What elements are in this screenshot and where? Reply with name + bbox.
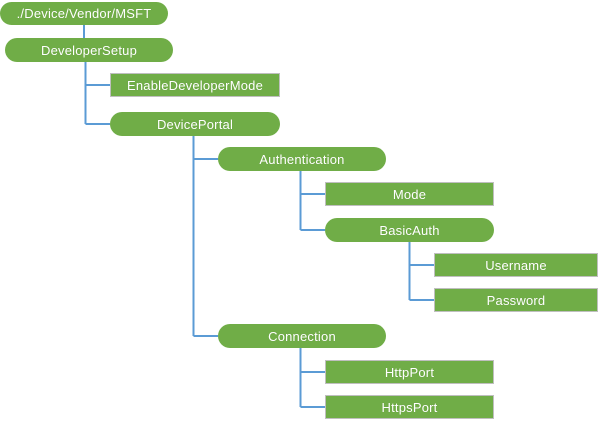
node-httpsport[interactable]: HttpsPort — [325, 395, 494, 419]
node-connection[interactable]: Connection — [218, 324, 386, 348]
node-label-httpsport: HttpsPort — [381, 399, 438, 415]
node-developersetup[interactable]: DeveloperSetup — [5, 38, 173, 62]
node-label-username: Username — [485, 257, 547, 273]
node-label-mode: Mode — [392, 186, 427, 202]
node-basicauth[interactable]: BasicAuth — [325, 218, 494, 242]
node-label-deviceportal: DevicePortal — [156, 116, 234, 132]
node-password[interactable]: Password — [434, 288, 598, 312]
node-authentication[interactable]: Authentication — [218, 147, 386, 171]
node-label-basicauth: BasicAuth — [379, 222, 440, 238]
node-label-password: Password — [486, 292, 546, 308]
node-label-authentication: Authentication — [259, 151, 345, 167]
node-username[interactable]: Username — [434, 253, 598, 277]
node-label-httpport: HttpPort — [384, 364, 435, 380]
node-deviceportal[interactable]: DevicePortal — [110, 112, 280, 136]
node-enabledevelopermode[interactable]: EnableDeveloperMode — [110, 73, 280, 97]
node-mode[interactable]: Mode — [325, 182, 494, 206]
node-httpport[interactable]: HttpPort — [325, 360, 494, 384]
node-label-enabledevelopermode: EnableDeveloperMode — [126, 77, 264, 93]
node-root[interactable]: ./Device/Vendor/MSFT — [0, 2, 168, 25]
node-label-connection: Connection — [268, 328, 336, 344]
node-label-root: ./Device/Vendor/MSFT — [16, 6, 152, 21]
node-label-developersetup: DeveloperSetup — [40, 42, 138, 58]
